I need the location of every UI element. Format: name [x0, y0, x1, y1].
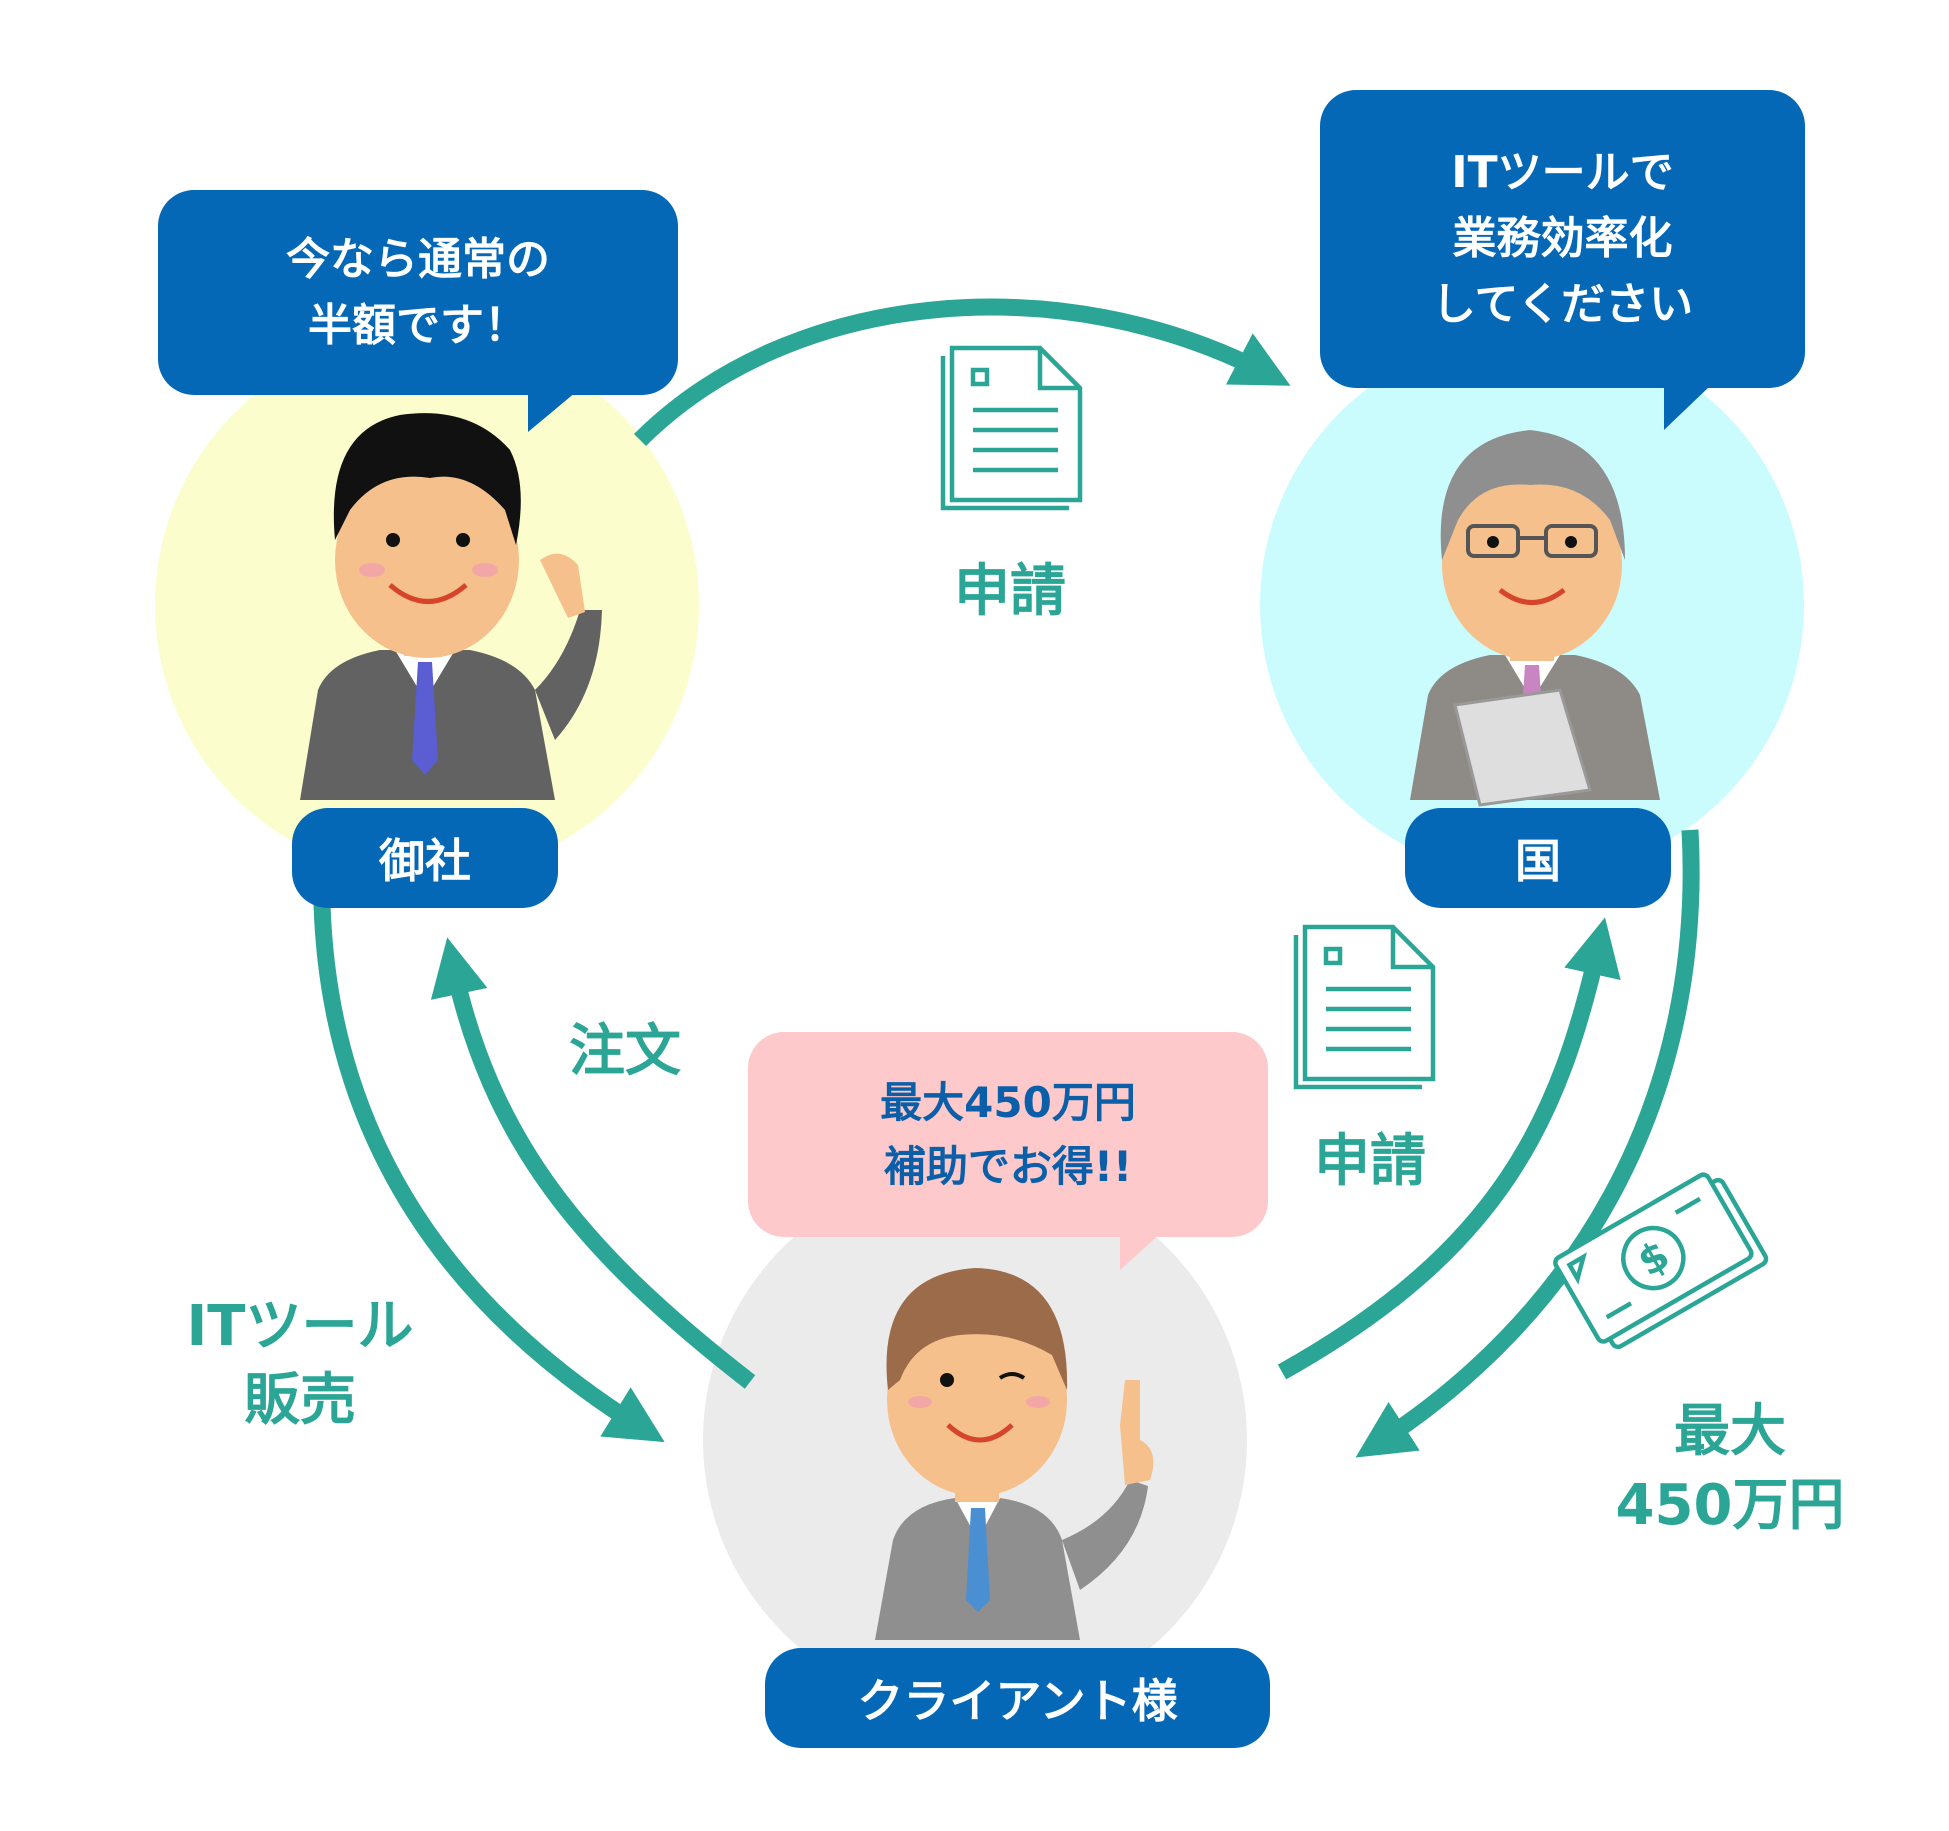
arrow-subsidy	[1355, 829, 1700, 1458]
sell-label-line: 販売	[244, 1368, 356, 1433]
arrow-apply-right	[1277, 917, 1621, 1380]
government-speech-line: してください	[1431, 279, 1694, 330]
client-label: クライアント様	[765, 1648, 1270, 1748]
client-speech-line: 補助でお得!!	[883, 1141, 1133, 1191]
document-icon	[1293, 924, 1436, 1090]
arrow-apply-top	[633, 298, 1291, 447]
apply-label-right: 申請	[1314, 1129, 1426, 1194]
document-icon	[940, 345, 1083, 511]
order-label: 注文	[569, 1019, 681, 1084]
apply-label-top: 申請	[954, 559, 1066, 624]
arrow-order	[430, 937, 756, 1389]
company-speech-bubble: 今なら通常の 半額です！	[158, 190, 678, 395]
arrow-sell	[313, 904, 665, 1443]
subsidy-label-line: 450万円	[1615, 1473, 1845, 1538]
government-speech-bubble: ITツールで 業務効率化 してください	[1320, 90, 1805, 388]
client-person	[875, 1268, 1154, 1640]
company-speech-line: 半額です！	[308, 299, 528, 351]
company-speech-line: 今なら通常の	[286, 233, 550, 285]
subsidy-label-line: 最大	[1674, 1399, 1786, 1464]
company-speech-tail	[528, 392, 576, 432]
government-label: 国	[1405, 808, 1671, 908]
client-speech-bubble: 最大450万円 補助でお得!!	[748, 1032, 1268, 1237]
government-person	[1410, 430, 1660, 807]
money-bill-icon: $	[1553, 1172, 1769, 1350]
government-speech-line: 業務効率化	[1452, 213, 1673, 264]
client-speech-tail	[1120, 1234, 1160, 1270]
government-speech-line: ITツールで	[1451, 147, 1674, 198]
company-label: 御社	[292, 808, 558, 908]
company-person	[300, 413, 602, 800]
government-speech-tail	[1664, 386, 1710, 430]
sell-label: ITツール 販売	[140, 1290, 460, 1438]
subsidy-label: 最大 450万円	[1580, 1395, 1880, 1543]
sell-label-line: ITツール	[186, 1294, 414, 1359]
client-speech-line: 最大450万円	[880, 1077, 1136, 1127]
